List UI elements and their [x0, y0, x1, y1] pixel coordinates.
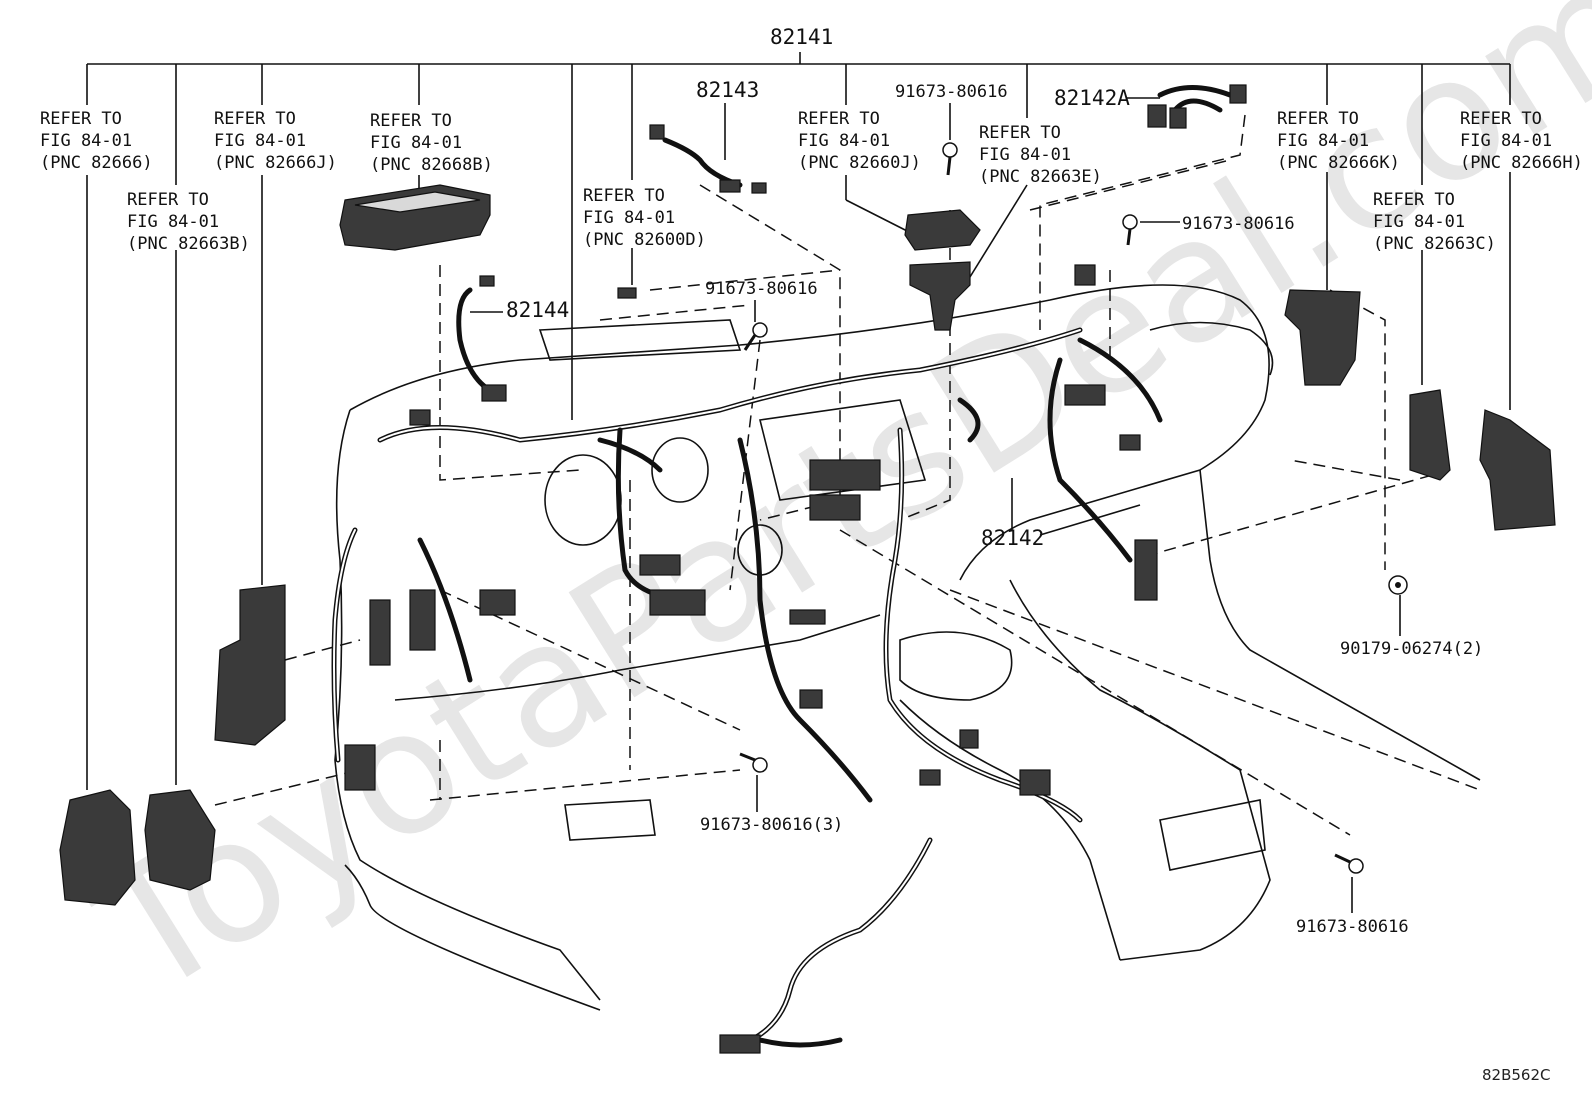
reference-82663C: REFER TO FIG 84-01 (PNC 82663C)	[1373, 190, 1496, 254]
connector	[809, 459, 881, 491]
connector	[1229, 84, 1247, 104]
svg-text:(PNC 82666J): (PNC 82666J)	[214, 153, 337, 173]
relay-82600D	[617, 287, 637, 299]
connector	[639, 554, 681, 576]
reference-82660J: REFER TO FIG 84-01 (PNC 82660J)	[798, 109, 921, 173]
svg-text:(PNC 82660J): (PNC 82660J)	[798, 153, 921, 173]
svg-text:REFER TO: REFER TO	[979, 123, 1061, 143]
connector	[799, 689, 823, 709]
svg-text:FIG 84-01: FIG 84-01	[1373, 212, 1465, 232]
clip-label-right: 90179-06274(2)	[1340, 639, 1483, 659]
bracket-82666H	[1479, 409, 1556, 531]
part-82141-label: 82141	[770, 25, 833, 49]
svg-text:REFER TO: REFER TO	[583, 186, 665, 206]
svg-text:FIG 84-01: FIG 84-01	[370, 133, 462, 153]
part-82144-label: 82144	[506, 298, 569, 322]
svg-text:FIG 84-01: FIG 84-01	[127, 212, 219, 232]
bolt-icon	[1122, 214, 1138, 246]
svg-text:FIG 84-01: FIG 84-01	[798, 131, 890, 151]
reference-82663B: REFER TO FIG 84-01 (PNC 82663B)	[127, 190, 250, 254]
svg-text:REFER TO: REFER TO	[127, 190, 209, 210]
bracket-82663C	[1409, 389, 1451, 481]
connector	[481, 384, 507, 402]
svg-text:FIG 84-01: FIG 84-01	[214, 131, 306, 151]
diagram-code: 82B562C	[1482, 1066, 1550, 1084]
connector	[649, 589, 706, 616]
connector	[919, 769, 941, 786]
relay-block-82666	[59, 789, 136, 906]
reference-82600D: REFER TO FIG 84-01 (PNC 82600D)	[583, 186, 706, 250]
connector	[409, 589, 436, 651]
reference-82666: REFER TO FIG 84-01 (PNC 82666)	[40, 109, 153, 173]
svg-text:(PNC 82666): (PNC 82666)	[40, 153, 153, 173]
relay-82660J	[904, 209, 981, 251]
bolt-icon	[942, 142, 958, 176]
connector	[649, 124, 665, 140]
clip-icon	[1388, 575, 1408, 595]
components	[59, 84, 1556, 1054]
svg-text:REFER TO: REFER TO	[1277, 109, 1359, 129]
connector	[1169, 107, 1187, 129]
svg-text:(PNC 82663E): (PNC 82663E)	[979, 167, 1102, 187]
svg-text:REFER TO: REFER TO	[214, 109, 296, 129]
connector	[479, 275, 495, 287]
connector	[479, 589, 516, 616]
bolt-label-mid: 91673-80616	[705, 279, 818, 299]
connector	[1134, 539, 1158, 601]
bolt-label-upper-right: 91673-80616	[1182, 214, 1295, 234]
bolt-label-lower-mid: 91673-80616(3)	[700, 815, 843, 835]
connector	[344, 744, 376, 791]
svg-text:REFER TO: REFER TO	[370, 111, 452, 131]
connector	[751, 182, 767, 194]
bolt-label-top-center: 91673-80616	[895, 82, 1008, 102]
svg-text:(PNC 82666K): (PNC 82666K)	[1277, 153, 1400, 173]
relay-82663E	[909, 261, 971, 331]
dashboard-outline	[334, 284, 1481, 1011]
connector	[719, 1034, 761, 1054]
reference-82666H: REFER TO FIG 84-01 (PNC 82666H)	[1460, 109, 1583, 173]
svg-text:FIG 84-01: FIG 84-01	[1277, 131, 1369, 151]
connector	[1119, 434, 1141, 451]
connector	[409, 409, 431, 426]
connector	[369, 599, 391, 666]
connector	[1064, 384, 1106, 406]
connector	[959, 729, 979, 749]
svg-text:REFER TO: REFER TO	[40, 109, 122, 129]
svg-text:(PNC 82668B): (PNC 82668B)	[370, 155, 493, 175]
svg-text:FIG 84-01: FIG 84-01	[1460, 131, 1552, 151]
reference-82668B: REFER TO FIG 84-01 (PNC 82668B)	[370, 111, 493, 175]
part-82142A-label: 82142A	[1054, 86, 1130, 110]
connector	[719, 179, 741, 193]
bolt-icon	[743, 322, 768, 351]
bolt-label-lower-right: 91673-80616	[1296, 917, 1409, 937]
reference-82663E: REFER TO FIG 84-01 (PNC 82663E)	[979, 123, 1102, 187]
svg-text:FIG 84-01: FIG 84-01	[979, 145, 1071, 165]
reference-82666J: REFER TO FIG 84-01 (PNC 82666J)	[214, 109, 337, 173]
svg-text:REFER TO: REFER TO	[1460, 109, 1542, 129]
connector	[1074, 264, 1096, 286]
reference-82666K: REFER TO FIG 84-01 (PNC 82666K)	[1277, 109, 1400, 173]
svg-text:FIG 84-01: FIG 84-01	[40, 131, 132, 151]
relay-block-82663B	[144, 789, 216, 891]
svg-text:(PNC 82666H): (PNC 82666H)	[1460, 153, 1583, 173]
bracket-82666K	[1284, 289, 1361, 386]
svg-text:REFER TO: REFER TO	[1373, 190, 1455, 210]
bolt-icon	[1334, 853, 1364, 874]
svg-text:(PNC 82600D): (PNC 82600D)	[583, 230, 706, 250]
bolt-icon	[739, 752, 768, 773]
svg-text:REFER TO: REFER TO	[798, 109, 880, 129]
main-harness-bracket	[86, 52, 1511, 790]
connector	[1147, 104, 1167, 128]
harness-bundles	[331, 85, 1233, 1048]
svg-text:(PNC 82663B): (PNC 82663B)	[127, 234, 250, 254]
connector	[809, 494, 861, 521]
part-82143-label: 82143	[696, 78, 759, 102]
connector	[789, 609, 826, 625]
svg-text:(PNC 82663C): (PNC 82663C)	[1373, 234, 1496, 254]
connector	[1019, 769, 1051, 796]
fasteners	[739, 142, 1408, 874]
bracket-82666J	[214, 584, 286, 746]
svg-text:FIG 84-01: FIG 84-01	[583, 208, 675, 228]
